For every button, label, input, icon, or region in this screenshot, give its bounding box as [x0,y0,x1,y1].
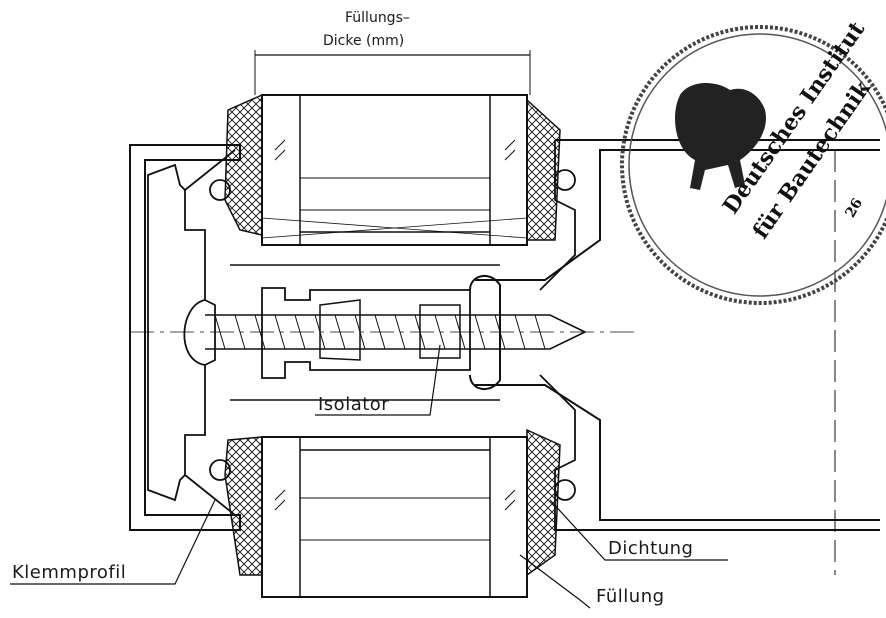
label-isolator: Isolator [318,394,389,415]
dichtung-callout: Dichtung [549,499,728,561]
stamp-number: 26 [842,196,866,221]
left-seals [209,93,263,576]
right-seals [526,98,576,577]
klemmprofil-callout: Klemmprofil [10,499,216,585]
bear-emblem [675,83,766,190]
fuellung-callout: Füllung [519,554,665,609]
label-klemmprofil: Klemmprofil [12,562,126,583]
isolator-body [230,264,500,401]
label-dichtung: Dichtung [608,538,693,559]
thickness-dimension: Füllungs– Dicke (mm) [254,10,531,95]
isolator-callout: Isolator [315,344,441,416]
label-fuellung: Füllung [596,586,665,607]
thickness-label-line1: Füllungs– [345,10,410,26]
official-stamp: Deutsches Institut für Bautechnik 26 [620,16,886,305]
upper-filling-panel [261,94,528,246]
screw-head [183,299,206,366]
lower-filling-panel [261,436,528,598]
thickness-label-line2: Dicke (mm) [323,33,404,49]
